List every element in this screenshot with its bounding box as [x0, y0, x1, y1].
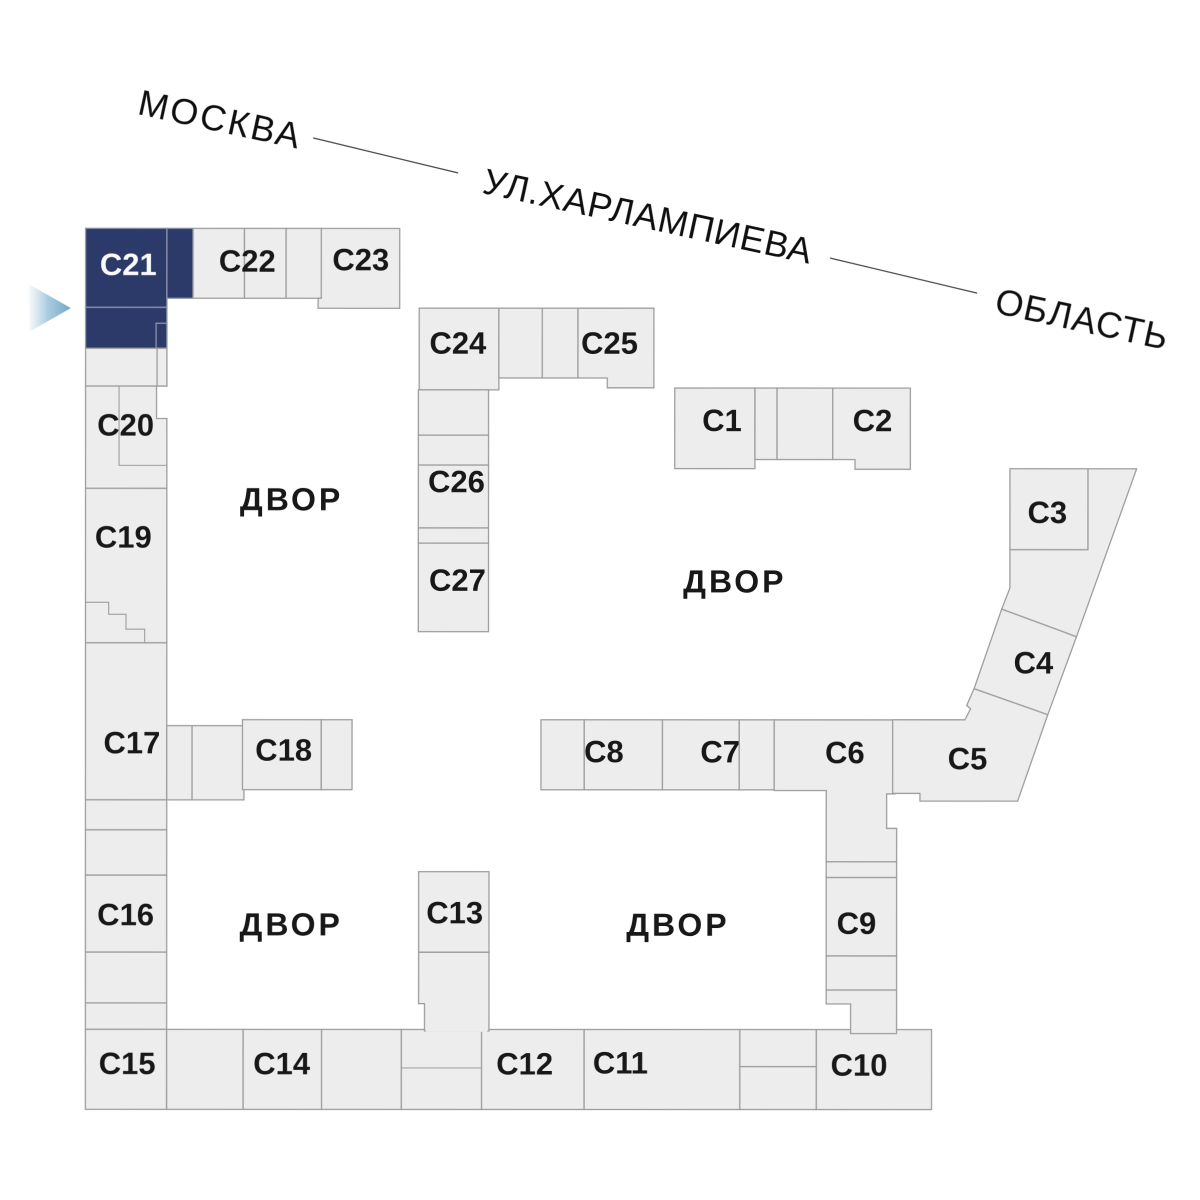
svg-text:С6: С6 — [825, 735, 865, 770]
svg-text:С27: С27 — [429, 563, 486, 598]
svg-text:С4: С4 — [1014, 645, 1054, 680]
svg-text:С17: С17 — [103, 725, 160, 760]
svg-text:С5: С5 — [948, 741, 988, 776]
svg-text:С22: С22 — [219, 244, 276, 279]
svg-text:С21: С21 — [100, 247, 157, 282]
svg-text:С23: С23 — [332, 242, 389, 277]
svg-text:С18: С18 — [255, 733, 312, 768]
svg-text:УЛ.ХАРЛАМПИЕВА: УЛ.ХАРЛАМПИЕВА — [479, 161, 816, 272]
svg-text:ДВОР: ДВОР — [240, 481, 343, 517]
svg-text:С14: С14 — [253, 1046, 311, 1081]
svg-text:С16: С16 — [97, 897, 154, 932]
svg-text:С11: С11 — [593, 1045, 648, 1080]
svg-text:С2: С2 — [853, 403, 893, 438]
svg-text:ДВОР: ДВОР — [626, 907, 729, 943]
svg-text:С1: С1 — [702, 403, 742, 438]
svg-text:С19: С19 — [95, 520, 152, 555]
svg-text:С8: С8 — [584, 734, 624, 769]
svg-text:С3: С3 — [1027, 495, 1067, 530]
svg-text:С15: С15 — [99, 1046, 156, 1081]
svg-text:С24: С24 — [429, 326, 487, 361]
svg-text:С26: С26 — [428, 464, 485, 499]
svg-text:С20: С20 — [97, 408, 154, 443]
svg-text:С13: С13 — [426, 895, 483, 930]
svg-text:С7: С7 — [700, 734, 740, 769]
svg-text:С12: С12 — [496, 1046, 553, 1081]
svg-text:ДВОР: ДВОР — [240, 906, 343, 942]
svg-text:С10: С10 — [831, 1048, 888, 1083]
svg-text:С9: С9 — [837, 906, 877, 941]
svg-text:С25: С25 — [581, 326, 638, 361]
svg-text:ДВОР: ДВОР — [683, 563, 786, 599]
svg-text:МОСКВА: МОСКВА — [135, 82, 307, 157]
svg-text:ОБЛАСТЬ: ОБЛАСТЬ — [992, 280, 1173, 357]
